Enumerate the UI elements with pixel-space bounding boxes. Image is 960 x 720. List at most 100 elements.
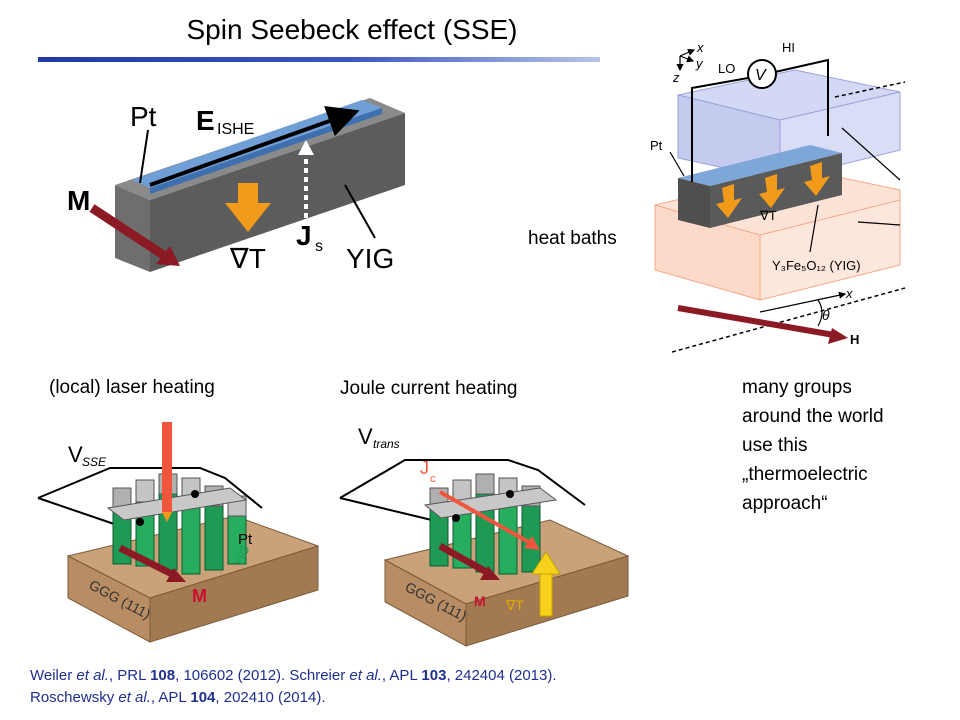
jc-subscript: c xyxy=(430,473,436,485)
note-line: around the world xyxy=(742,406,884,427)
slide-title: Spin Seebeck effect (SSE) xyxy=(186,14,518,45)
axis-x-arrow xyxy=(679,49,696,57)
laser-beam xyxy=(162,422,172,512)
contact-dot-left xyxy=(136,518,144,526)
jc-label: J xyxy=(420,458,429,478)
grad-t-arrow-3 xyxy=(804,162,830,196)
hi-wire xyxy=(774,58,829,136)
yig-front-face xyxy=(115,185,150,272)
references: Weiler et al., PRL 108, 106602 (2012). S… xyxy=(30,665,557,709)
yig-label: YIG xyxy=(231,543,253,569)
pt-label: Pt xyxy=(238,531,253,548)
m-arrow-head xyxy=(166,568,186,582)
grad-t-arrow-head xyxy=(225,203,271,232)
reference-line-2: Roschewsky et al., APL 104, 202410 (2014… xyxy=(30,689,326,706)
vsse-label: V xyxy=(68,442,83,467)
thermoelectric-note: many groups around the world use this „t… xyxy=(742,373,884,518)
bottom-bath-leader xyxy=(857,221,901,226)
axis-y-arrow xyxy=(679,55,695,63)
joule-heating-label: Joule current heating xyxy=(340,378,518,399)
yig-side-face xyxy=(150,113,405,272)
contact-dot-right xyxy=(506,490,514,498)
sample-front xyxy=(678,178,710,228)
note-line: use this xyxy=(742,435,808,456)
pt-crossbar xyxy=(106,487,248,521)
grad-t-arrow-body xyxy=(539,571,553,617)
pt-label: Pt xyxy=(130,101,157,132)
pt-leader-line xyxy=(139,129,149,184)
note-line: „thermoelectric xyxy=(742,464,868,485)
vsse-subscript: SSE xyxy=(82,455,107,469)
yig-leader xyxy=(809,204,819,253)
yig-leader-line xyxy=(344,184,376,239)
theta-label: θ xyxy=(822,307,830,323)
pt-strip-top xyxy=(132,100,382,188)
vtrans-label: V xyxy=(358,424,373,449)
pt-crossbar xyxy=(423,487,558,519)
m-label: M xyxy=(67,185,90,216)
grad-t-label: ∇T xyxy=(759,208,777,223)
vsse-wire-left xyxy=(37,497,121,527)
yig-formula: Y₃Fe₅O₁₂ (YIG) xyxy=(772,258,861,273)
e-ishe-label: E xyxy=(196,105,215,136)
h-arrow xyxy=(677,305,841,339)
sample-top xyxy=(678,145,842,186)
e-ishe-subscript: ISHE xyxy=(217,121,254,138)
vtrans-subscript: trans xyxy=(373,437,400,451)
jc-arrow-head xyxy=(524,536,540,550)
m-arrow xyxy=(438,542,492,578)
x-label: x xyxy=(845,286,853,301)
title-underline xyxy=(38,57,600,62)
js-arrow-head xyxy=(298,140,314,155)
laser-heating-label: (local) laser heating xyxy=(49,377,215,398)
pt-label: Pt xyxy=(650,138,663,153)
pt-leader xyxy=(669,151,685,177)
dashed-line-top xyxy=(834,81,906,98)
axis-y-label: y xyxy=(695,56,704,71)
lo-wire xyxy=(691,77,749,182)
pt-strip-front xyxy=(150,108,382,194)
hi-label: HI xyxy=(782,40,795,55)
ggg-substrate-side xyxy=(149,545,319,643)
contact-dot-left xyxy=(452,514,460,522)
js-subscript: s xyxy=(315,238,323,255)
m-arrow-head xyxy=(480,566,500,580)
js-label: J xyxy=(296,220,312,251)
dashed-line-bottom xyxy=(671,287,906,353)
contact-dot-right xyxy=(191,490,199,498)
top-bath-leader xyxy=(841,127,901,181)
jc-arrow xyxy=(439,490,533,546)
vsse-wire xyxy=(37,467,263,509)
heat-bath-bottom-side xyxy=(759,199,901,301)
grad-t-label: ∇T xyxy=(505,597,524,613)
laser-spot xyxy=(162,512,172,522)
yig-label: YIG xyxy=(346,243,394,274)
grad-t-arrow-body xyxy=(238,183,258,205)
vtrans-wire-left xyxy=(339,497,441,523)
m-label: M xyxy=(192,586,207,606)
reference-line-1: Weiler et al., PRL 108, 106602 (2012). S… xyxy=(30,667,557,684)
m-arrow xyxy=(89,204,171,262)
note-line: many groups xyxy=(742,377,852,398)
lo-label: LO xyxy=(718,61,735,76)
m-arrow-head xyxy=(156,246,180,266)
voltmeter-label: V xyxy=(755,67,767,84)
voltmeter xyxy=(747,59,777,89)
grad-t-arrow-1 xyxy=(716,184,742,218)
axis-x-label: x xyxy=(696,40,704,55)
m-arrow xyxy=(118,544,178,580)
theta-arc xyxy=(817,299,823,327)
middle-pillars xyxy=(429,473,541,575)
heat-baths-label: heat baths xyxy=(528,228,617,249)
grad-t-label: ∇T xyxy=(229,243,266,274)
vtrans-wire xyxy=(339,459,586,506)
grad-t-arrow-2 xyxy=(759,174,785,208)
note-line: approach“ xyxy=(742,493,828,514)
h-arrow-head xyxy=(828,328,848,344)
axis-z-label: z xyxy=(672,70,680,85)
e-ishe-arrow xyxy=(149,105,360,187)
